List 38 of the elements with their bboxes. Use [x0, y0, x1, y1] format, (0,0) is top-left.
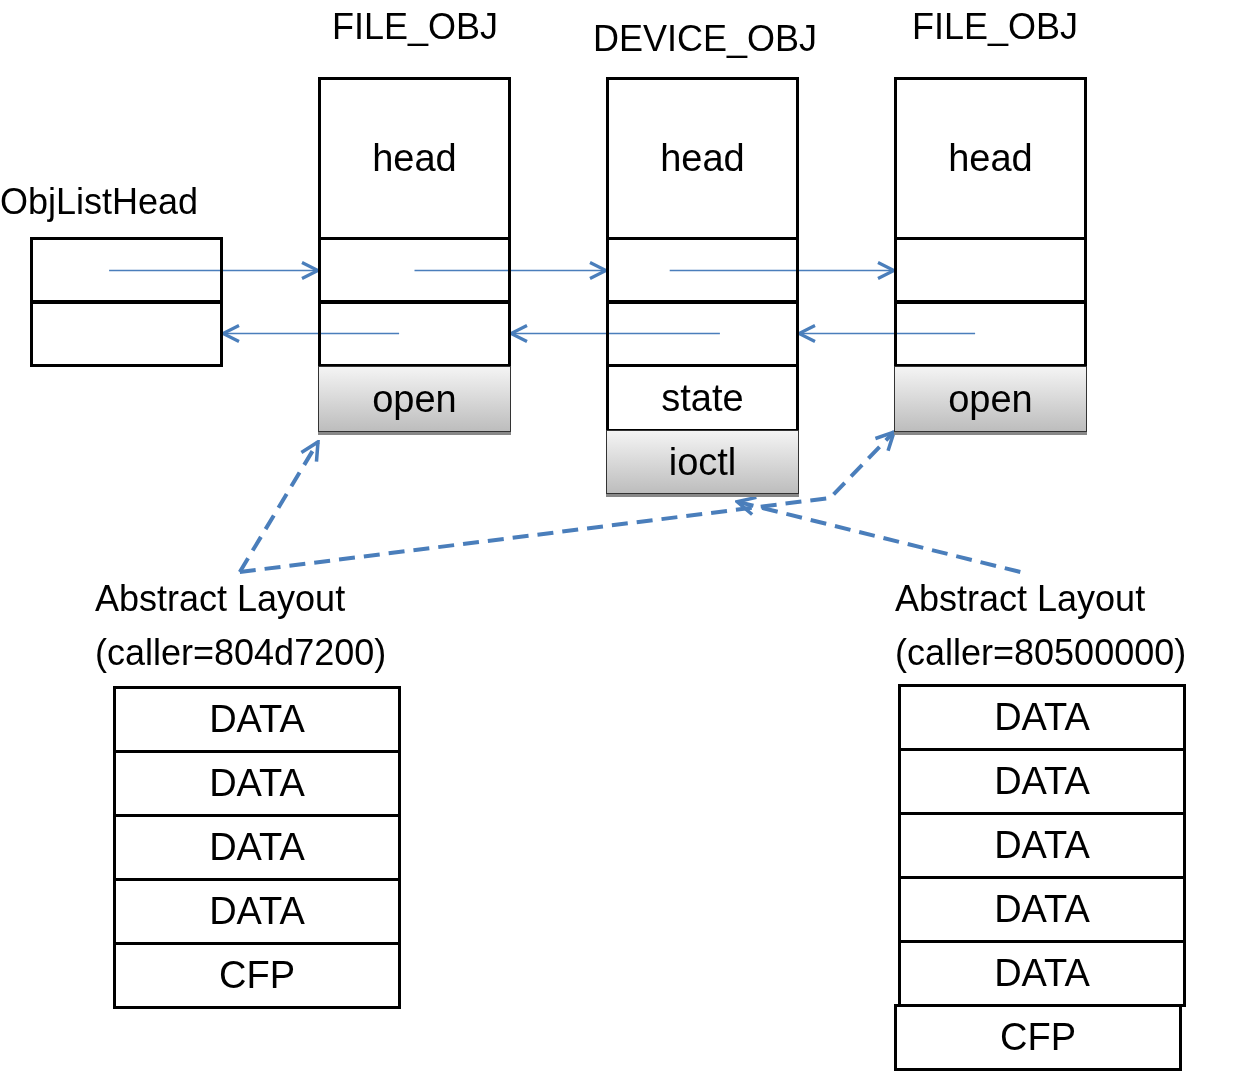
struct-field: DATA — [898, 812, 1186, 879]
method-field: open — [894, 366, 1087, 432]
struct-name: FILE_OBJ — [910, 5, 1080, 49]
arrow — [509, 323, 721, 344]
struct-name: FILE_OBJ — [330, 5, 500, 49]
struct-field: DATA — [113, 686, 401, 753]
method-field: open — [318, 366, 511, 432]
pointer-field — [318, 237, 511, 304]
struct-field: DATA — [113, 878, 401, 945]
arrow — [221, 323, 400, 344]
struct-field: CFP — [894, 1004, 1182, 1071]
struct-name: ObjListHead — [0, 180, 200, 224]
arrow — [668, 260, 896, 281]
pointer-field — [606, 237, 799, 304]
struct-name: Abstract Layout (caller=80500000) — [895, 577, 1188, 675]
struct-field: DATA — [898, 748, 1186, 815]
pointer-field — [30, 300, 223, 367]
struct-field: DATA — [898, 876, 1186, 943]
arrow — [108, 260, 320, 281]
pointer-field — [606, 300, 799, 367]
struct-field: DATA — [898, 684, 1186, 751]
arrow — [413, 260, 608, 281]
pointer-field — [894, 237, 1087, 304]
struct-name: DEVICE_OBJ — [591, 17, 819, 61]
arrow — [239, 430, 896, 574]
struct-field: DATA — [113, 814, 401, 881]
arrow — [797, 323, 976, 344]
arrow — [238, 440, 320, 574]
method-field: ioctl — [606, 430, 799, 494]
struct-field: CFP — [113, 942, 401, 1009]
struct-field: head — [894, 77, 1087, 240]
pointer-field — [30, 237, 223, 304]
struct-field: DATA — [113, 750, 401, 817]
struct-field: DATA — [898, 940, 1186, 1007]
arrow — [735, 495, 1021, 574]
struct-field: head — [318, 77, 511, 240]
struct-field: head — [606, 77, 799, 240]
struct-name: Abstract Layout (caller=804d7200) — [95, 577, 388, 675]
